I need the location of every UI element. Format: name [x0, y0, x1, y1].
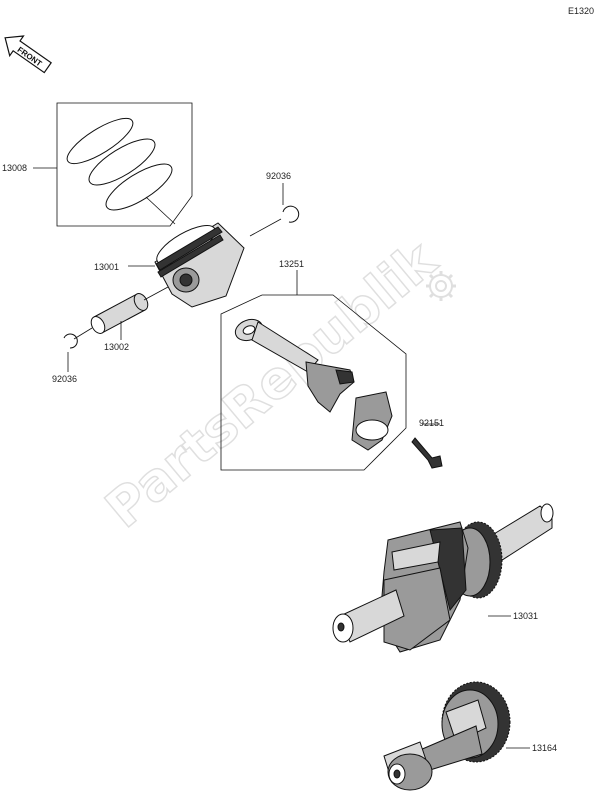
piston: 13001: [94, 222, 245, 308]
label-connecting-rod: 13251: [279, 259, 304, 269]
label-circlip-left: 92036: [52, 374, 77, 384]
piston-ring-2: [88, 138, 156, 186]
piston-ring-1: [66, 117, 134, 165]
connecting-rod-group: 13251 92151: [220, 259, 444, 471]
front-arrow-icon: FRONT: [4, 35, 52, 74]
label-balancer: 13164: [532, 743, 557, 753]
balancer: 13164: [383, 681, 557, 791]
label-crankshaft: 13031: [513, 611, 538, 621]
circlip-right: 92036: [249, 171, 300, 237]
piston-pin: 13002: [90, 286, 169, 352]
watermark-text: PartsRepublik: [95, 229, 449, 540]
circlip-left: 92036: [52, 327, 93, 384]
piston-rings-group: 13008: [2, 102, 193, 227]
page-code: E1320: [568, 6, 594, 16]
label-bolt: 92151: [419, 418, 444, 428]
label-pin: 13002: [104, 342, 129, 352]
label-circlip-right: 92036: [266, 171, 291, 181]
gear-icon: [426, 271, 456, 301]
watermark: PartsRepublik: [94, 229, 456, 541]
label-piston: 13001: [94, 262, 119, 272]
label-piston-rings: 13008: [2, 163, 27, 173]
piston-ring-3: [105, 163, 173, 211]
crankshaft: 13031: [332, 503, 554, 653]
